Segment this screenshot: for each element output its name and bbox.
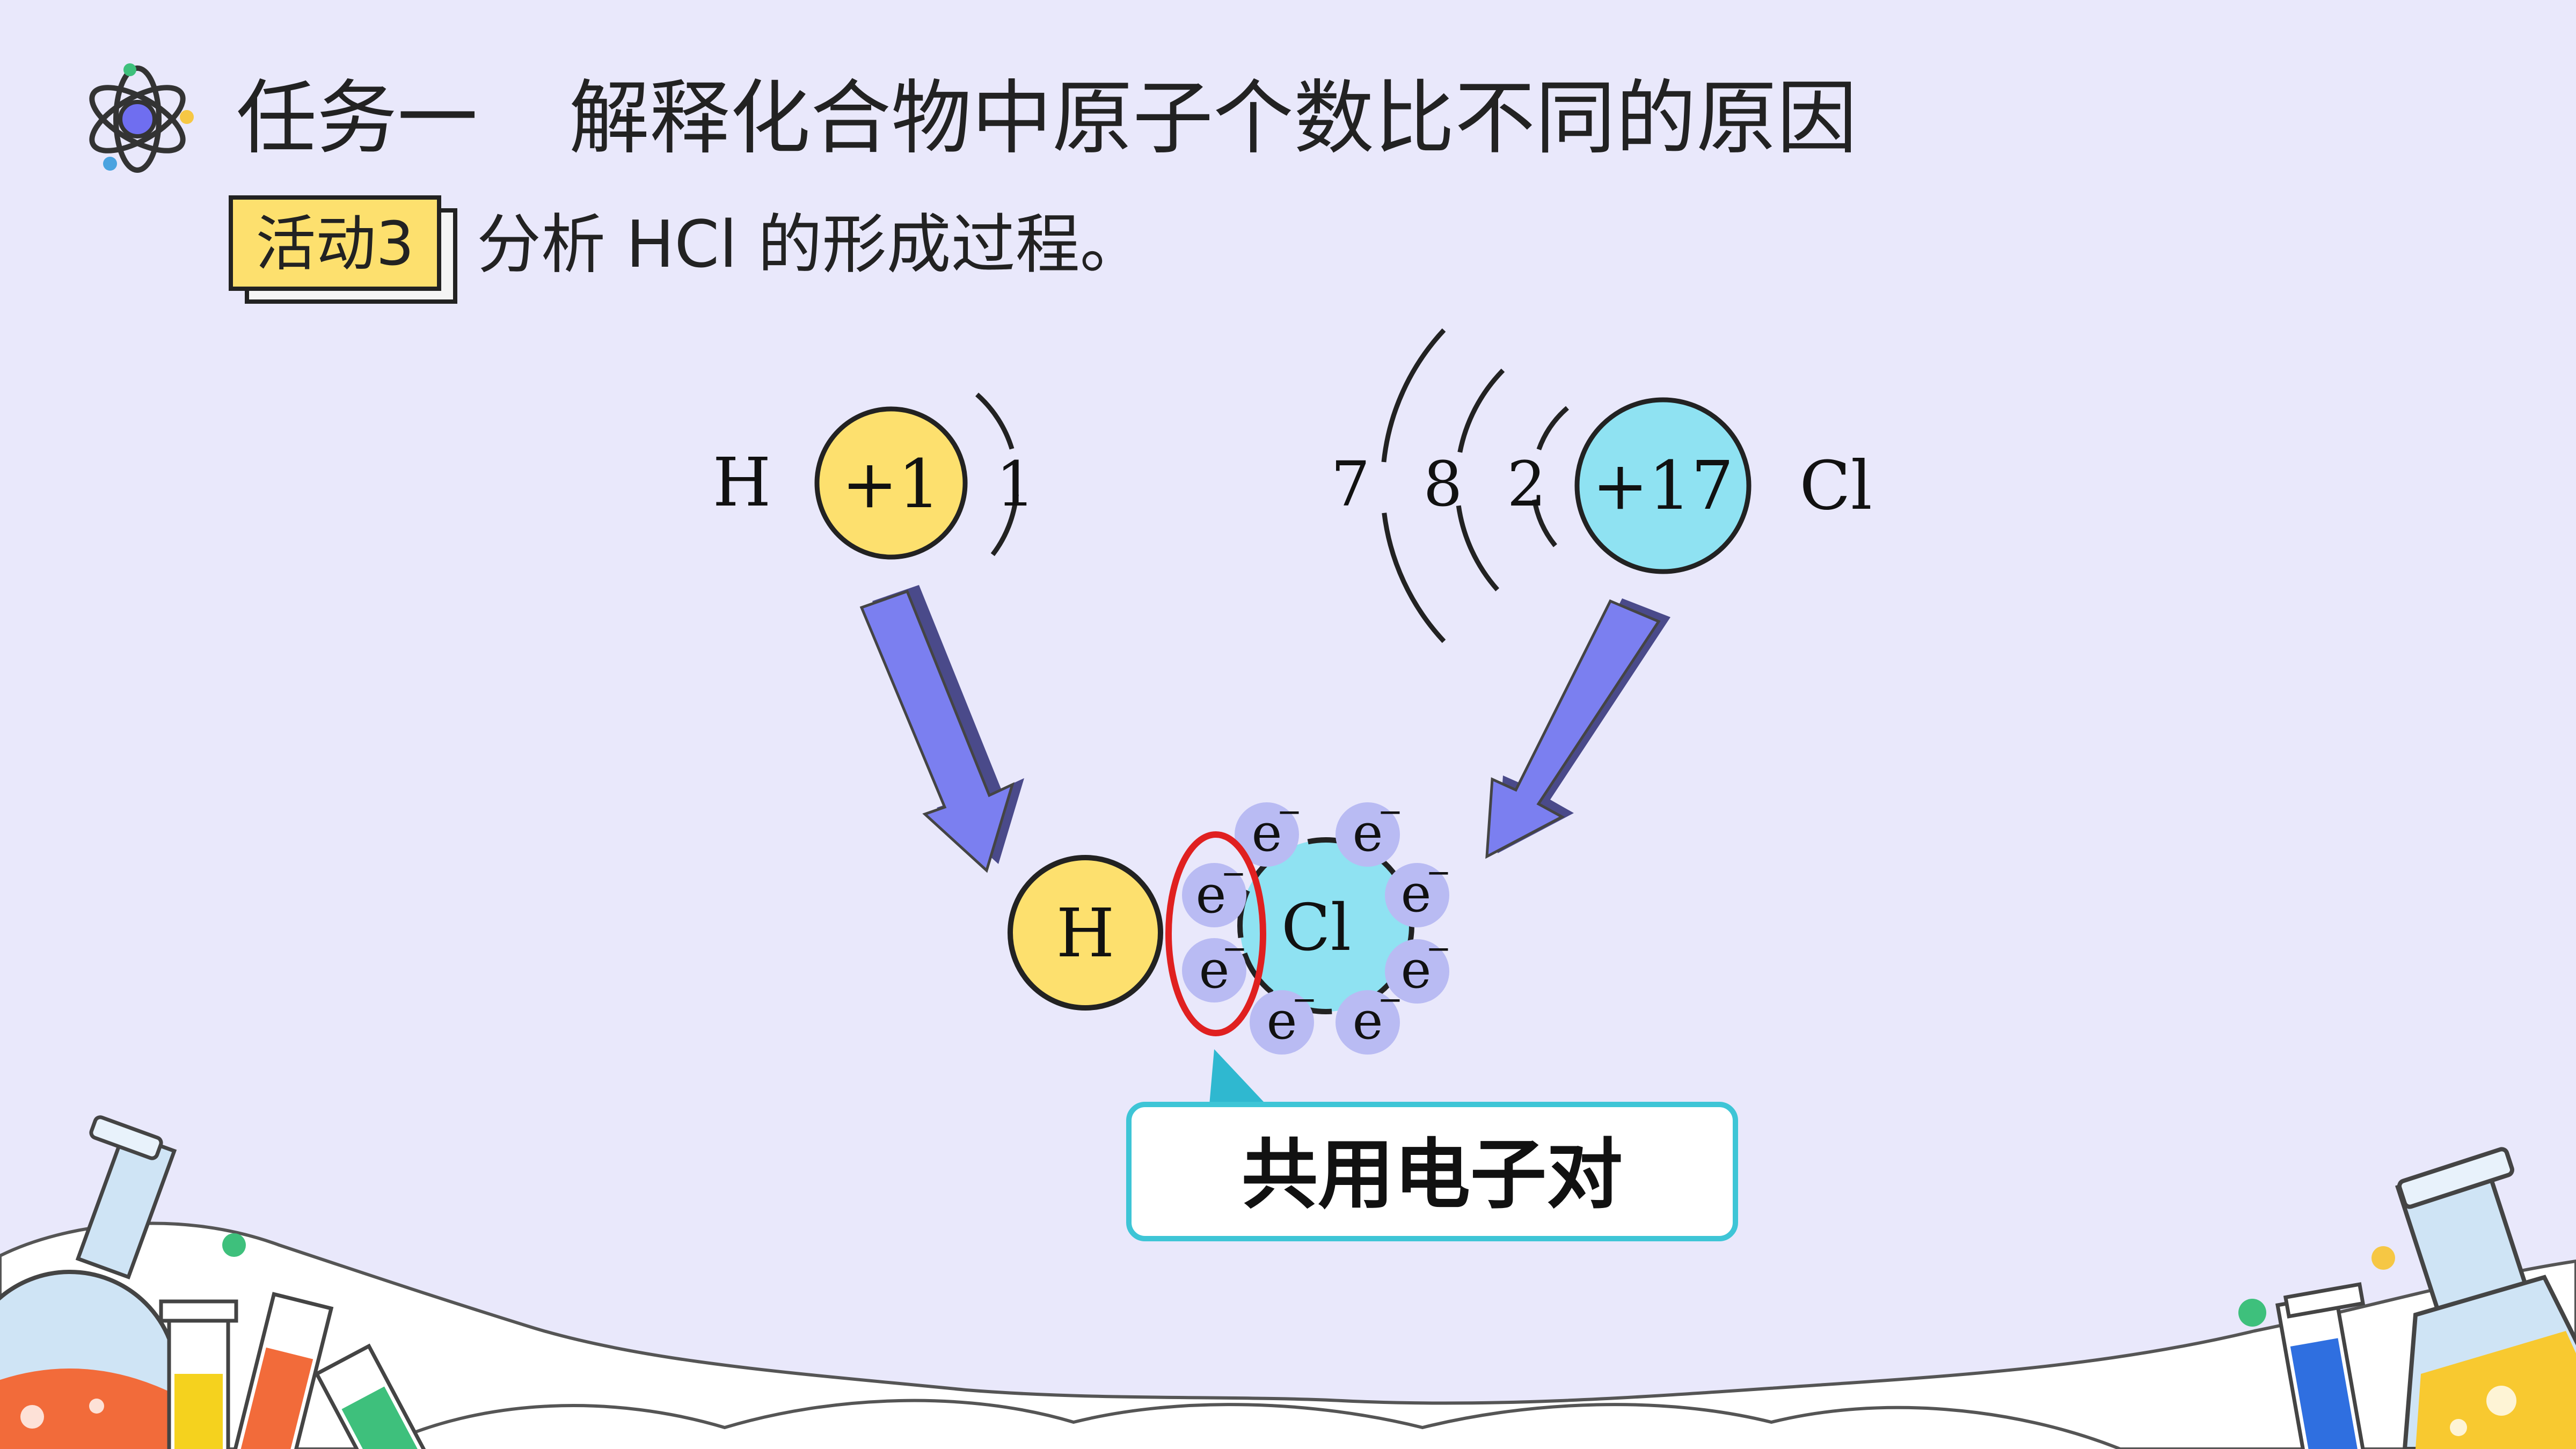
svg-text:e: e [1252, 803, 1282, 863]
h-electron-shell [975, 392, 1019, 574]
electron-top-right: e − [1336, 795, 1403, 867]
svg-text:e: e [1401, 940, 1432, 1000]
svg-text:−: − [1426, 932, 1451, 967]
callout-label: 共用电子对 [1242, 1131, 1623, 1219]
arrow-cl-to-molecule [1485, 598, 1670, 859]
shared-electron-lower: e − [1182, 932, 1247, 1002]
molecule-cl-symbol: Cl [1281, 891, 1351, 965]
electron-right-lower: e − [1385, 932, 1451, 1004]
svg-text:e: e [1353, 803, 1383, 863]
svg-text:e: e [1196, 865, 1227, 925]
flask-icon [0, 1115, 179, 1449]
svg-text:−: − [1378, 795, 1403, 830]
test-tube-icon [159, 1292, 437, 1449]
svg-text:e: e [1401, 863, 1432, 924]
bottom-decoration [0, 1221, 2576, 1449]
cl-atom-symbol: Cl [1799, 447, 1872, 525]
molecule-h-symbol: H [1056, 895, 1114, 972]
cl-shell-electrons-3: 7 [1331, 449, 1370, 521]
svg-text:−: − [1426, 855, 1451, 890]
h-atom-symbol: H [712, 444, 771, 522]
svg-text:−: − [1277, 795, 1302, 830]
activity-text: 分析 HCl 的形成过程。 [477, 208, 1144, 282]
svg-text:−: − [1292, 983, 1317, 1018]
svg-text:e: e [1353, 991, 1383, 1051]
electron-bottom-right: e − [1336, 983, 1403, 1055]
cl-electron-shells [1380, 328, 1569, 643]
activity-badge: 活动3 [229, 195, 457, 304]
shared-electron-upper: e − [1182, 857, 1246, 927]
cl-nucleus-charge: +17 [1592, 447, 1734, 525]
activity-badge-label: 活动3 [256, 209, 414, 279]
electron-top-left: e − [1235, 795, 1302, 867]
svg-text:−: − [1378, 983, 1403, 1018]
shared-pair-highlight [1165, 831, 1266, 1036]
cl-shell-electrons-2: 8 [1423, 449, 1462, 521]
flask-icon [2395, 1147, 2576, 1449]
shared-pair-callout: 共用电子对 [1126, 1049, 1738, 1241]
arrow-h-to-molecule [859, 585, 1024, 873]
cl-nucleus: +17 [1574, 397, 1752, 574]
svg-text:e: e [1267, 991, 1297, 1051]
test-tube-icon [2275, 1282, 2368, 1449]
atom-icon [89, 63, 194, 173]
task-label: 任务一 [236, 72, 478, 165]
h-shell-electrons-1: 1 [996, 449, 1035, 521]
h-nucleus-charge: +1 [842, 445, 940, 523]
h-nucleus: +1 [814, 406, 968, 560]
page-title: 解释化合物中原子个数比不同的原因 [569, 72, 1857, 165]
svg-text:e: e [1199, 940, 1230, 1000]
molecule-h-atom: H [1008, 855, 1163, 1011]
electron-right-upper: e − [1385, 855, 1451, 927]
cl-shell-electrons-1: 2 [1507, 449, 1546, 521]
electron-bottom-left: e − [1250, 983, 1317, 1055]
svg-text:−: − [1221, 857, 1246, 891]
svg-text:−: − [1222, 932, 1247, 967]
